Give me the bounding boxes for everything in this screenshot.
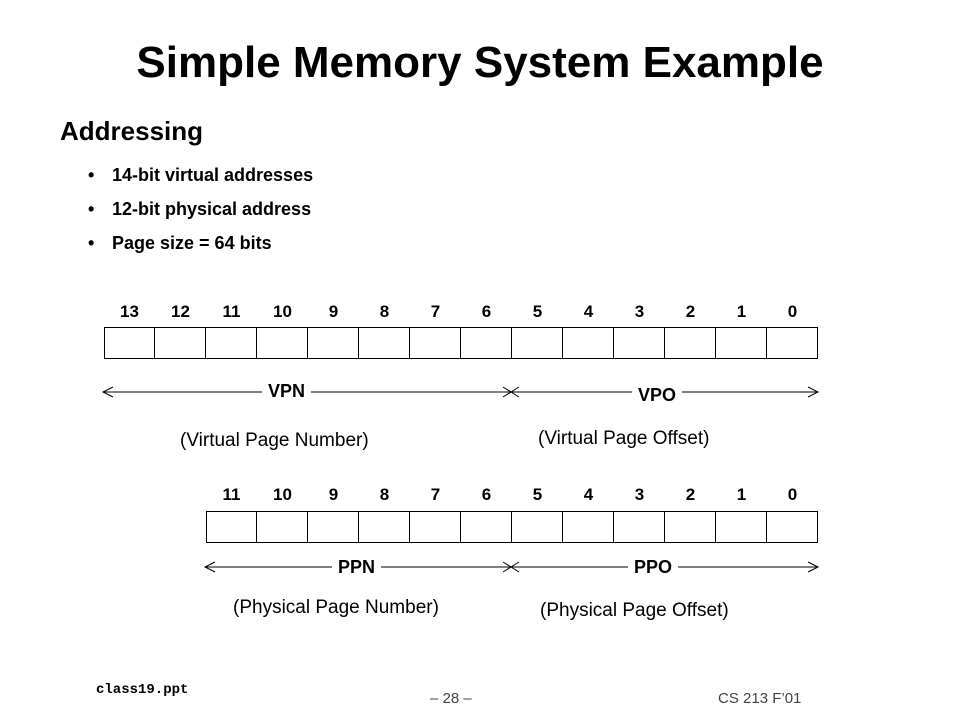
- va-bit-cell: [512, 327, 563, 359]
- pa-bit-number: 8: [379, 485, 390, 504]
- va-bit-number: 12: [171, 302, 190, 321]
- ppo-label: PPO: [628, 557, 679, 578]
- vpn-arrow-left-head: [101, 386, 114, 398]
- pa-bit-number: 3: [634, 485, 645, 504]
- va-bit-number: 2: [685, 302, 696, 321]
- vpo-description: (Virtual Page Offset): [538, 428, 710, 449]
- pa-bit-cell: [716, 511, 767, 543]
- vpn-description: (Virtual Page Number): [180, 430, 369, 451]
- va-bit-cell: [206, 327, 257, 359]
- bullet-glyph: •: [88, 233, 95, 253]
- bullet-text: 14-bit virtual addresses: [112, 165, 314, 185]
- pa-bit-cell: [767, 511, 818, 543]
- pa-bit-cell: [410, 511, 461, 543]
- va-bit-cell: [665, 327, 716, 359]
- va-bit-cell: [716, 327, 767, 359]
- va-bit-number: 9: [328, 302, 339, 321]
- bullet-item: • 14-bit virtual addresses: [88, 158, 313, 192]
- section-heading: Addressing: [60, 116, 204, 146]
- pa-bit-cell: [206, 511, 257, 543]
- vpo-arrow-right-head: [807, 386, 820, 398]
- va-bit-cell: [308, 327, 359, 359]
- va-bit-cell: [104, 327, 155, 359]
- va-bit-number: 1: [736, 302, 747, 321]
- va-bit-cell: [614, 327, 665, 359]
- va-bit-number: 11: [222, 302, 241, 321]
- bullet-text: 12-bit physical address: [112, 199, 312, 219]
- va-bit-number: 6: [481, 302, 492, 321]
- footer-page-number: – 28 –: [430, 690, 472, 707]
- pa-bit-number: 2: [685, 485, 696, 504]
- vpo-arrow-left-head: [510, 386, 520, 398]
- va-bit-number: 4: [583, 302, 594, 321]
- bullet-list: • 14-bit virtual addresses • 12-bit physic…: [88, 158, 313, 260]
- pa-bit-number: 6: [481, 485, 492, 504]
- ppn-label: PPN: [332, 557, 382, 578]
- va-bit-cell: [410, 327, 461, 359]
- pa-bit-cell: [512, 511, 563, 543]
- bullet-item: • Page size = 64 bits: [88, 226, 313, 260]
- pa-bit-cell: [665, 511, 716, 543]
- va-bit-cell: [767, 327, 818, 359]
- va-bit-cell: [563, 327, 614, 359]
- ppo-arrow-left-head: [510, 561, 520, 573]
- va-bit-number: 5: [532, 302, 543, 321]
- va-bit-number: 3: [634, 302, 645, 321]
- pa-bit-cell: [308, 511, 359, 543]
- bullet-glyph: •: [88, 199, 95, 219]
- pa-bit-cell: [359, 511, 410, 543]
- va-bit-cell: [257, 327, 308, 359]
- va-bit-number: 10: [273, 302, 292, 321]
- va-bit-cell: [359, 327, 410, 359]
- pa-bit-number: 4: [583, 485, 594, 504]
- vpn-label: VPN: [262, 381, 312, 402]
- va-bit-cell: [461, 327, 512, 359]
- vpo-label: VPO: [632, 385, 683, 406]
- pa-bit-cell: [461, 511, 512, 543]
- pa-bit-cell: [614, 511, 665, 543]
- pa-bit-number: 5: [532, 485, 543, 504]
- pa-bit-number: 1: [736, 485, 747, 504]
- pa-bit-cell: [257, 511, 308, 543]
- va-bit-number: 0: [787, 302, 798, 321]
- ppo-arrow-right-head: [807, 561, 820, 573]
- ppn-description: (Physical Page Number): [233, 597, 439, 618]
- ppo-description: (Physical Page Offset): [540, 600, 729, 621]
- pa-bit-number: 7: [430, 485, 441, 504]
- pa-bit-number: 0: [787, 485, 798, 504]
- pa-bit-cell: [563, 511, 614, 543]
- va-bit-number: 8: [379, 302, 390, 321]
- bullet-glyph: •: [88, 165, 95, 185]
- va-bit-cell: [155, 327, 206, 359]
- va-bit-number: 13: [120, 302, 139, 321]
- va-bit-number: 7: [430, 302, 441, 321]
- bullet-item: • 12-bit physical address: [88, 192, 313, 226]
- footer-course: CS 213 F’01: [718, 690, 802, 707]
- bullet-text: Page size = 64 bits: [112, 233, 272, 253]
- ppn-arrow-left-head: [203, 561, 216, 573]
- pa-bit-number: 9: [328, 485, 339, 504]
- pa-bit-number: 10: [273, 485, 292, 504]
- pa-bit-number: 11: [222, 485, 241, 504]
- footer-filename: class19.ppt: [96, 682, 189, 698]
- slide-title: Simple Memory System Example: [136, 38, 824, 87]
